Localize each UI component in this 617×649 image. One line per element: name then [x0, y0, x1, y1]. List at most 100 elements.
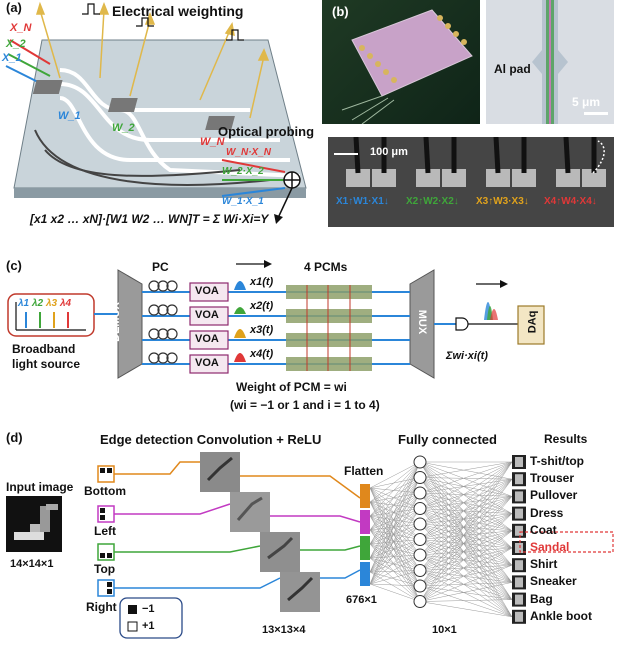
fc-edge-in: [369, 515, 421, 556]
demux-label: DEMUX: [109, 302, 122, 342]
fc-edge-in: [369, 461, 421, 517]
kernel-left-label: Left: [94, 524, 116, 538]
input-xn: X_N: [10, 22, 32, 34]
fc-node: [413, 579, 427, 593]
fc-edge-out: [419, 564, 513, 602]
fc-edge-out: [419, 492, 513, 566]
fc-edge-in: [369, 515, 421, 571]
fc-edge-out: [419, 477, 513, 549]
fc-edge-out: [419, 570, 513, 583]
polarization-controllers: [148, 280, 178, 364]
fc-edge-out: [419, 513, 513, 525]
kernel-top-label: Top: [94, 562, 116, 576]
probe-label-3: X3↑W3·X3↓: [476, 196, 529, 207]
sum-output-arrow: [277, 187, 293, 219]
flatten-column: [360, 484, 370, 586]
result-thumbnail-item: [515, 525, 523, 536]
fc-edge-out: [419, 554, 513, 566]
fc-edge-out: [419, 461, 513, 571]
weight-w2: W_2: [112, 122, 135, 134]
fc-edge-out: [419, 477, 513, 480]
fc-edge-in: [369, 508, 421, 573]
result-label: Shirt: [530, 557, 558, 572]
fc-edge-in: [369, 501, 421, 509]
fc-edge-out: [419, 461, 513, 540]
weight-line-1: Weight of PCM = wi: [236, 380, 347, 394]
result-thumbnail-item: [515, 474, 523, 485]
fc-edge-in: [369, 477, 421, 503]
fc-nodes: [413, 455, 427, 608]
panel-a-label: (a): [6, 0, 22, 15]
fc-edge-in: [369, 539, 421, 585]
input-image-label: Input image: [6, 480, 74, 494]
fc-edge-in: [369, 477, 421, 489]
weight-wn: W_N: [200, 136, 225, 148]
fc-edge-out: [419, 547, 513, 587]
sum-label: Σwi·xi(t): [446, 350, 488, 362]
fc-edge-in: [369, 461, 421, 585]
fc-edge-in: [369, 523, 421, 531]
fc-edge-out: [419, 479, 513, 587]
channel-fibers: [142, 291, 410, 365]
daq-box: [517, 305, 545, 345]
fc-edge-out: [419, 496, 513, 540]
fc-connections: [369, 461, 513, 618]
fc-edge-out: [419, 513, 513, 602]
fc-edge-out: [419, 477, 513, 514]
fc-edge-out: [419, 523, 513, 600]
fc-edge-out: [419, 508, 513, 514]
feature-maps: [200, 452, 320, 612]
result-label: Pullover: [530, 488, 578, 503]
voa-label-3: VOA: [195, 333, 219, 345]
product-wn-xn: W_N·X_N: [226, 147, 272, 158]
fc-edge-out: [419, 477, 513, 497]
flatten-label: Flatten: [344, 464, 384, 478]
fc-node: [413, 564, 427, 577]
pulse-icons: [82, 3, 244, 41]
kernel-bottom-label: Bottom: [84, 484, 126, 498]
kernel-connectors: [114, 461, 361, 589]
fc-edge-out: [419, 508, 513, 532]
fc-edge-out: [419, 508, 513, 549]
fc-edge-out: [419, 461, 513, 478]
phase-change-cells: [32, 80, 235, 130]
fc-edge-in: [369, 570, 421, 585]
pcm-label: 4 PCMs: [304, 260, 348, 274]
fc-edge-out: [419, 547, 513, 602]
fc-edge-out: [419, 523, 513, 532]
fc-size-label: 10×1: [432, 624, 457, 636]
fc-edge-in: [369, 492, 421, 531]
signal-x4: x4(t): [250, 348, 274, 360]
fc-edge-out: [419, 461, 513, 514]
lambda-3: λ3: [46, 298, 58, 309]
voa-label-4: VOA: [195, 357, 219, 369]
result-thumbnail-item: [515, 491, 523, 502]
probing-micrograph: [328, 137, 614, 227]
fc-edge-out: [419, 492, 513, 497]
fc-edge-out: [419, 461, 513, 600]
fc-edge-out: [419, 530, 513, 540]
fc-edge-in: [369, 583, 421, 587]
fc-edge-out: [419, 496, 513, 602]
chip-photo: [322, 0, 480, 124]
fc-edge-in: [369, 477, 421, 559]
fc-edge-out: [419, 479, 513, 602]
fc-edge-out: [419, 570, 513, 600]
product-w2-x2: W_2·X_2: [222, 166, 264, 177]
fc-edge-out: [419, 461, 513, 566]
fc-edge-in: [369, 529, 421, 587]
fc-edge-in: [369, 477, 421, 531]
fc-edge-out: [419, 539, 513, 566]
fc-edge-in: [369, 557, 421, 571]
optical-probing-label: Optical probing: [218, 124, 315, 139]
panel-d-label: (d): [6, 430, 23, 445]
fc-edge-in: [369, 543, 421, 587]
fc-edge-in: [369, 461, 421, 531]
fc-edge-in: [369, 523, 421, 585]
fc-edge-in: [369, 492, 421, 503]
fc-edge-out: [419, 547, 513, 571]
fc-edge-in: [369, 487, 421, 556]
result-label: Sneaker: [530, 574, 577, 589]
source-lambda-lines: [25, 312, 69, 328]
fc-edge-in: [369, 501, 421, 525]
